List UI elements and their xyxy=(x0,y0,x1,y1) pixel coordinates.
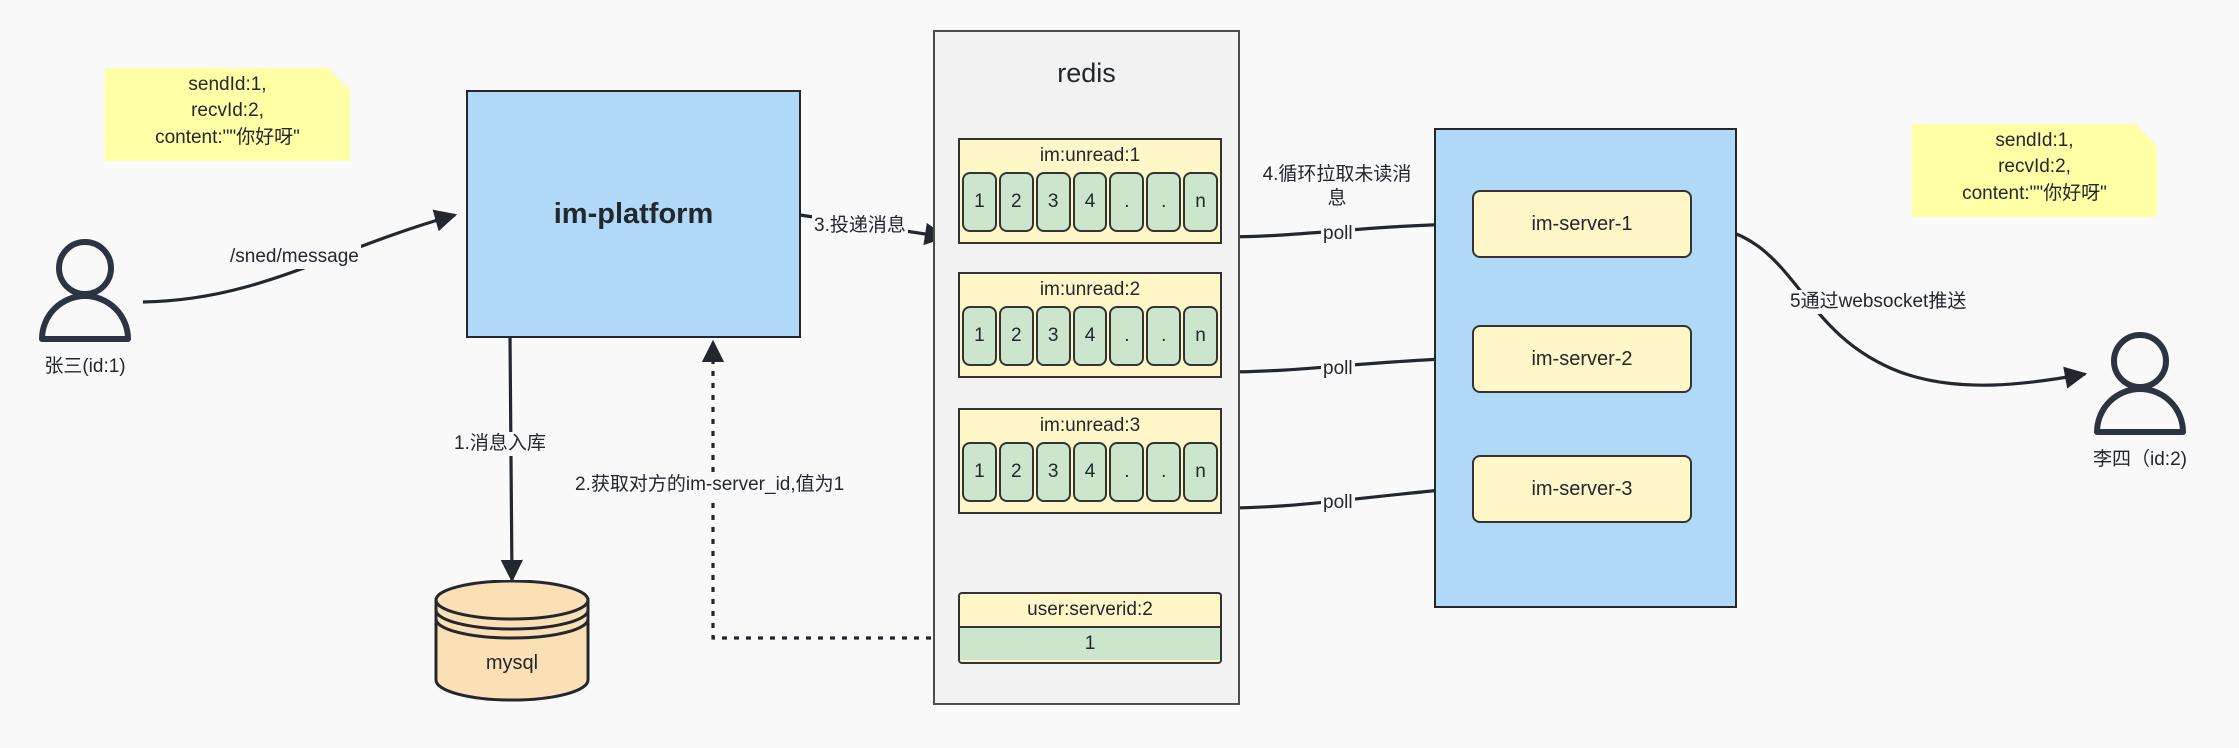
user-icon xyxy=(2094,332,2186,435)
im-server-2-label: im-server-2 xyxy=(1531,347,1633,370)
redis-queue-1-cells: 1 2 3 4 . . n xyxy=(960,306,1220,368)
mysql-database[interactable]: mysql xyxy=(432,579,592,702)
redis-kv-serverid[interactable]: user:serverid:2 1 xyxy=(958,592,1222,664)
im-platform-label: im-platform xyxy=(553,197,714,230)
note-right-text: sendId:1, recvId:2, content:""你好呀" xyxy=(1962,130,2107,204)
queue-cell: n xyxy=(1183,306,1219,366)
edge-label-step2: 2.获取对方的im-server_id,值为1 xyxy=(573,473,847,497)
redis-queue-0-key: im:unread:1 xyxy=(1039,145,1141,166)
redis-title: redis xyxy=(1057,58,1116,88)
queue-cell: . xyxy=(1146,306,1182,366)
queue-cell: . xyxy=(1109,306,1145,366)
edge-label-step4: 4.循环拉取未读消息 xyxy=(1255,163,1419,211)
edge-label-poll-3: poll xyxy=(1321,491,1355,515)
im-server-3-box[interactable]: im-server-3 xyxy=(1472,455,1692,523)
queue-cell: 3 xyxy=(1035,306,1071,366)
actor-sender[interactable]: 张三(id:1) xyxy=(30,235,140,378)
redis-queue-0-cells: 1 2 3 4 . . n xyxy=(960,172,1220,234)
queue-cell: 4 xyxy=(1072,442,1108,502)
queue-cell: 3 xyxy=(1035,442,1071,502)
redis-queue-2-cells: 1 2 3 4 . . n xyxy=(960,442,1220,504)
message-note-right: sendId:1, recvId:2, content:""你好呀" xyxy=(1912,124,2157,217)
redis-queue-0[interactable]: im:unread:1 1 2 3 4 . . n xyxy=(958,138,1222,244)
queue-cell: . xyxy=(1109,172,1145,232)
im-server-3-label: im-server-3 xyxy=(1531,477,1633,500)
queue-cell: 3 xyxy=(1035,172,1071,232)
note-left-text: sendId:1, recvId:2, content:""你好呀" xyxy=(155,74,300,148)
redis-queue-1[interactable]: im:unread:2 1 2 3 4 . . n xyxy=(958,272,1222,378)
actor-receiver[interactable]: 李四（id:2) xyxy=(2085,328,2195,471)
redis-kv-key: user:serverid:2 xyxy=(1027,599,1153,620)
queue-cell: 2 xyxy=(998,306,1034,366)
user-icon xyxy=(39,239,131,342)
im-server-1-box[interactable]: im-server-1 xyxy=(1472,190,1692,258)
redis-kv-value: 1 xyxy=(960,626,1220,660)
edge-step1-to-mysql xyxy=(500,334,524,583)
edge-label-poll-1: poll xyxy=(1321,222,1355,246)
redis-queue-1-key: im:unread:2 xyxy=(1039,279,1141,300)
mysql-label: mysql xyxy=(485,652,539,674)
queue-cell: . xyxy=(1146,172,1182,232)
im-server-2-box[interactable]: im-server-2 xyxy=(1472,325,1692,393)
actor-sender-label: 张三(id:1) xyxy=(44,356,126,377)
queue-cell: 2 xyxy=(998,442,1034,502)
queue-cell: 4 xyxy=(1072,172,1108,232)
edge-label-step3: 3.投递消息 xyxy=(812,214,908,238)
queue-cell: 1 xyxy=(962,172,997,232)
actor-receiver-label: 李四（id:2) xyxy=(2093,449,2187,470)
redis-queue-2[interactable]: im:unread:3 1 2 3 4 . . n xyxy=(958,408,1222,514)
edge-label-send-message: /sned/message xyxy=(228,245,361,269)
database-cylinder-icon xyxy=(434,579,590,702)
message-note-left: sendId:1, recvId:2, content:""你好呀" xyxy=(105,68,350,161)
redis-queue-2-key: im:unread:3 xyxy=(1039,415,1141,436)
queue-cell: n xyxy=(1183,442,1219,502)
queue-cell: . xyxy=(1109,442,1145,502)
queue-cell: 1 xyxy=(962,306,997,366)
queue-cell: 4 xyxy=(1072,306,1108,366)
edge-label-step5: 5通过websocket推送 xyxy=(1788,290,1969,314)
im-server-1-label: im-server-1 xyxy=(1531,212,1633,235)
queue-cell: n xyxy=(1183,172,1219,232)
queue-cell: 2 xyxy=(998,172,1034,232)
queue-cell: . xyxy=(1146,442,1182,502)
edge-label-poll-2: poll xyxy=(1321,357,1355,381)
im-platform-box[interactable]: im-platform xyxy=(466,90,801,338)
queue-cell: 1 xyxy=(962,442,997,502)
edge-label-step1: 1.消息入库 xyxy=(452,432,548,456)
